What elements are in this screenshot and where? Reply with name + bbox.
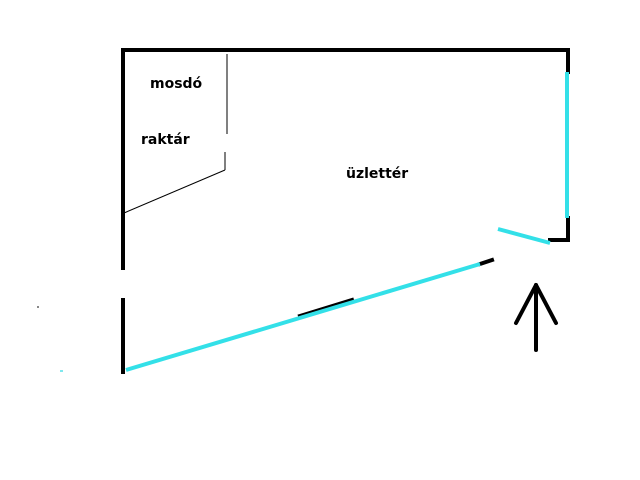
partition-walls <box>123 54 228 214</box>
wall-bottom-end <box>477 257 495 267</box>
speck <box>60 370 63 372</box>
partition-diagonal <box>123 169 226 214</box>
specks <box>37 306 63 372</box>
speck <box>37 306 39 308</box>
room-label-restroom: mosdó <box>150 76 203 92</box>
windows <box>125 72 569 372</box>
room-label-shop-floor: üzlettér <box>346 166 408 182</box>
room-label-storage: raktár <box>141 132 190 148</box>
outer-walls <box>121 48 570 374</box>
entrance-door <box>497 227 551 245</box>
window-bottom <box>125 262 481 372</box>
arrow-head <box>514 283 558 325</box>
arrow-up-icon <box>514 283 558 352</box>
